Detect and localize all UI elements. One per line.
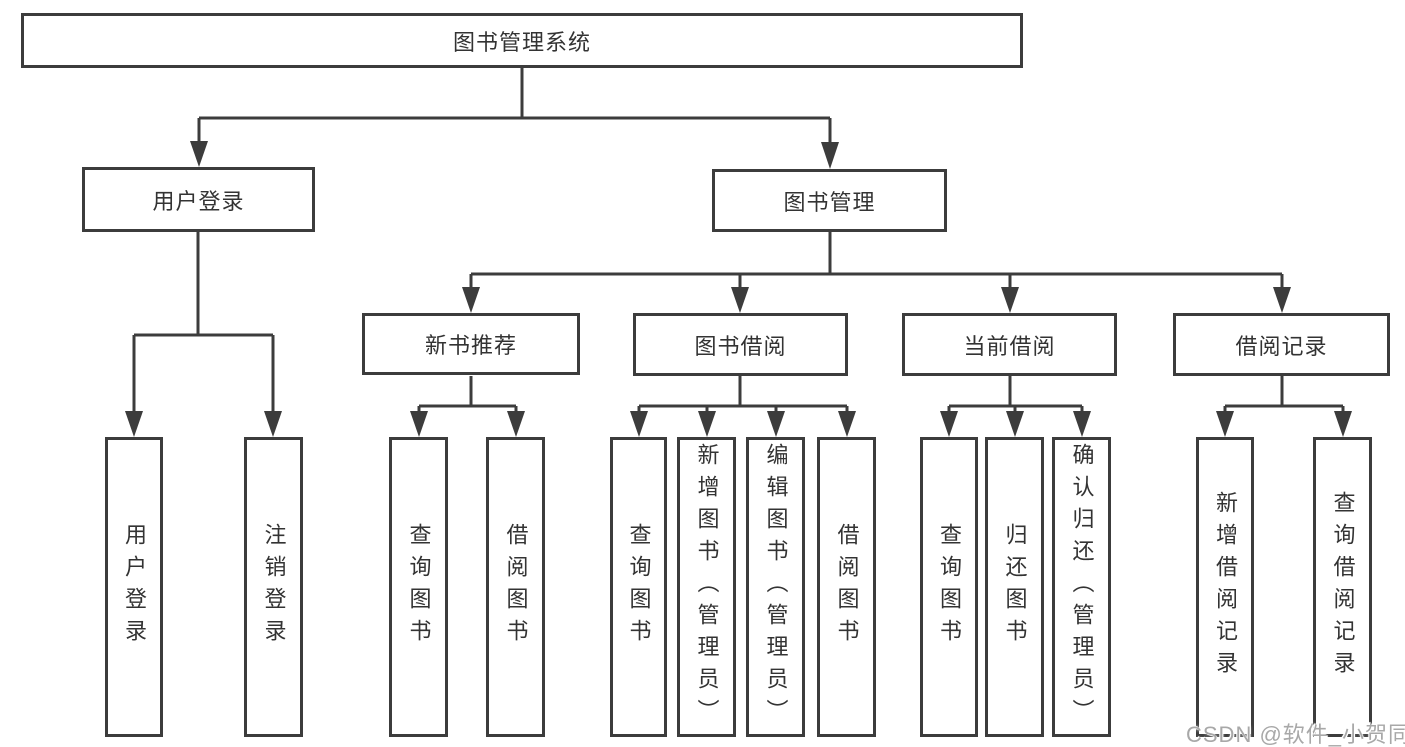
- node-book-borrowing: 图书借阅: [633, 313, 848, 376]
- leaf-records-add-record-label: 新增借阅记录: [1213, 491, 1238, 683]
- connector-book-borrowing-to-children: [630, 376, 856, 437]
- node-borrowing-records: 借阅记录: [1173, 313, 1390, 376]
- leaf-records-query-record: 查询借阅记录: [1313, 437, 1372, 737]
- leaf-current-return-book: 归还图书: [985, 437, 1044, 737]
- connector-borrowing-records-to-children: [1216, 376, 1352, 437]
- leaf-records-query-record-label: 查询借阅记录: [1330, 491, 1356, 683]
- connector-user-login-to-children: [125, 232, 282, 437]
- leaf-rec-query-book-label: 查询图书: [406, 523, 432, 651]
- leaf-records-add-record: 新增借阅记录: [1196, 437, 1254, 737]
- leaf-rec-borrow-book-label: 借阅图书: [503, 523, 529, 651]
- connector-book-management-to-children: [462, 232, 1291, 313]
- leaf-current-return-book-label: 归还图书: [1002, 523, 1028, 651]
- leaf-borrow-borrow-book-label: 借阅图书: [834, 523, 860, 651]
- leaf-borrow-edit-book-admin-label: 编辑图书（管理员）: [763, 443, 789, 731]
- leaf-current-query-book-label: 查询图书: [937, 523, 962, 651]
- connector-current-borrowing-to-children: [940, 376, 1091, 437]
- leaf-logout: 注销登录: [244, 437, 303, 737]
- leaf-logout-label: 注销登录: [261, 523, 287, 651]
- leaf-current-confirm-return-admin-label: 确认归还（管理员）: [1069, 443, 1095, 731]
- leaf-user-login-label: 用户登录: [122, 523, 147, 651]
- leaf-current-confirm-return-admin: 确认归还（管理员）: [1052, 437, 1111, 737]
- leaf-borrow-add-book-admin-label: 新增图书（管理员）: [694, 443, 720, 731]
- node-user-login: 用户登录: [82, 167, 315, 232]
- watermark: CSDN @软件_小贺同学: [1186, 722, 1405, 747]
- leaf-rec-query-book: 查询图书: [389, 437, 448, 737]
- connector-root-to-children: [190, 68, 839, 169]
- leaf-current-query-book: 查询图书: [920, 437, 978, 737]
- leaf-borrow-add-book-admin: 新增图书（管理员）: [677, 437, 736, 737]
- leaf-borrow-edit-book-admin: 编辑图书（管理员）: [746, 437, 805, 737]
- leaf-rec-borrow-book: 借阅图书: [486, 437, 545, 737]
- node-book-management: 图书管理: [712, 169, 947, 232]
- node-root: 图书管理系统: [21, 13, 1023, 68]
- node-current-borrowing: 当前借阅: [902, 313, 1117, 376]
- leaf-borrow-query-book-label: 查询图书: [626, 523, 652, 651]
- leaf-borrow-borrow-book: 借阅图书: [817, 437, 876, 737]
- leaf-borrow-query-book: 查询图书: [610, 437, 667, 737]
- leaf-user-login: 用户登录: [105, 437, 163, 737]
- node-new-book-recommend: 新书推荐: [362, 313, 580, 375]
- connector-new-book-recommend-to-children: [410, 376, 525, 437]
